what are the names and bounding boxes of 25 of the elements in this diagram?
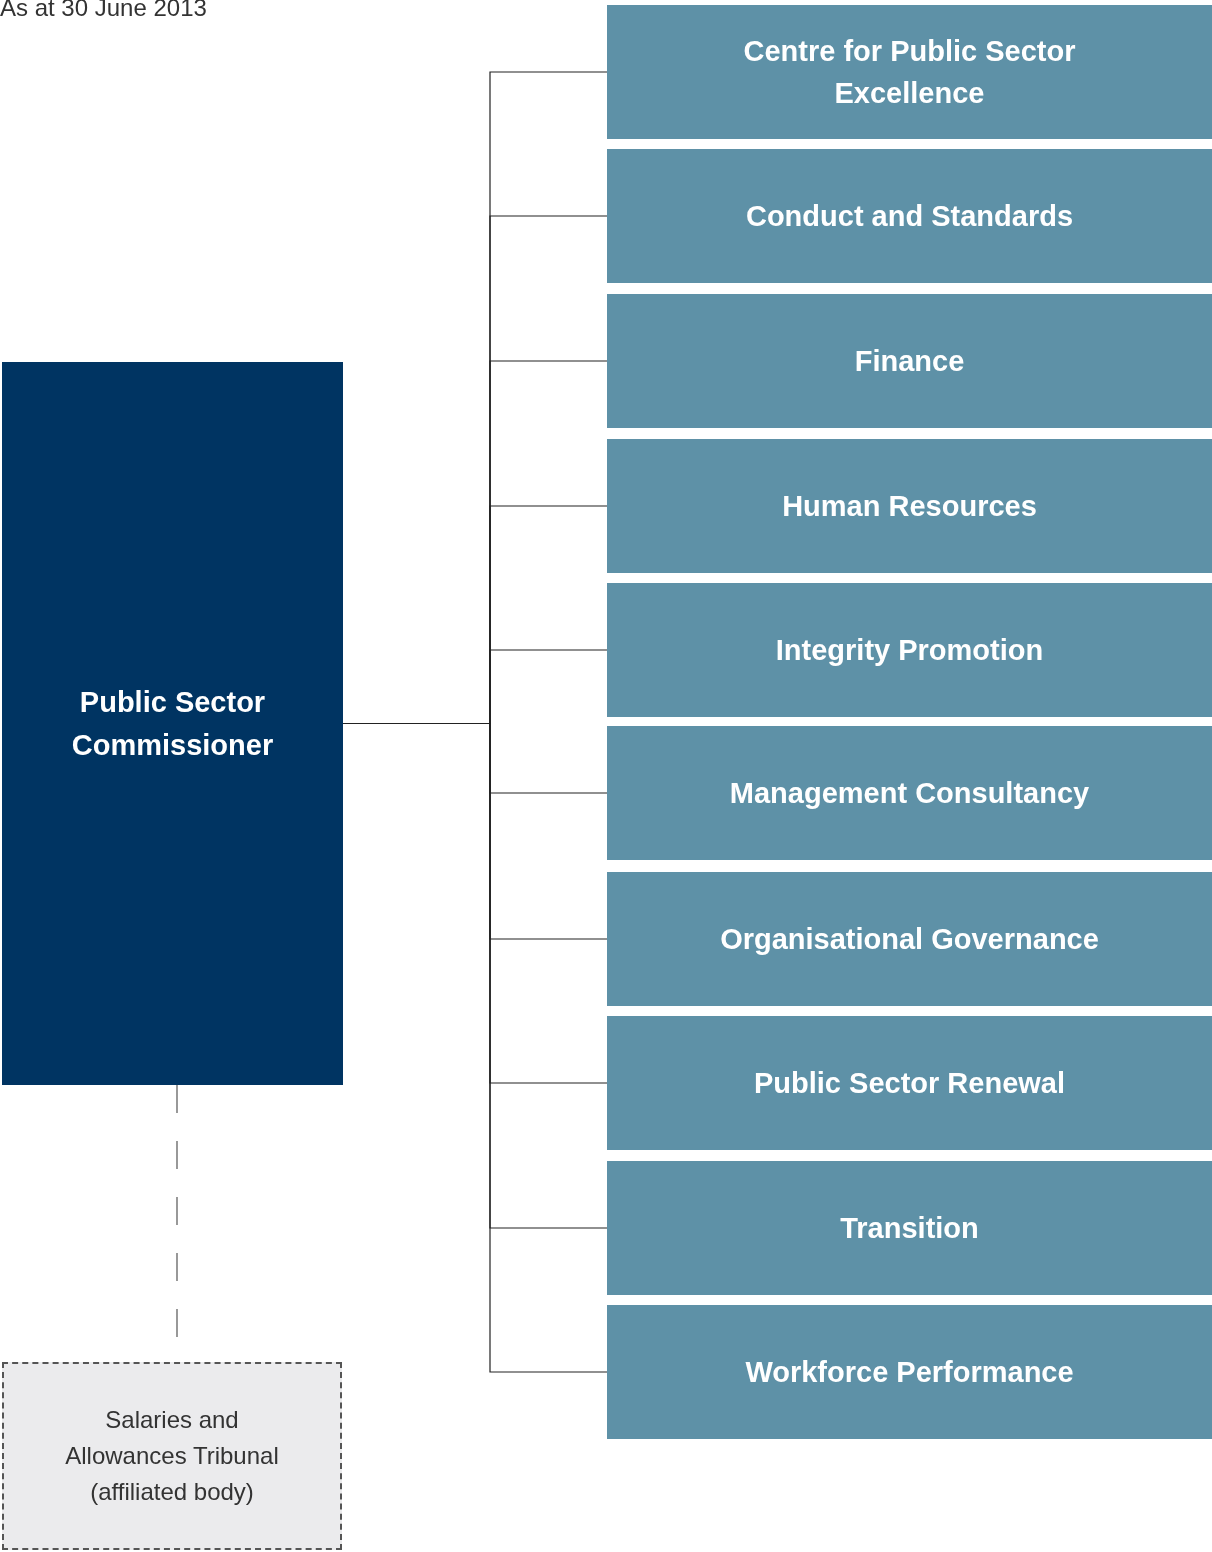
unit-box — [607, 583, 1212, 717]
node-label: Public Sector Commissioner — [70, 685, 275, 763]
unit-box — [607, 294, 1212, 428]
node-label: Conduct and Standards — [745, 198, 1074, 234]
node-label: Workforce Performance — [745, 1354, 1074, 1390]
node-label: Centre for Public Sector Excellence — [742, 33, 1077, 111]
node-label: Salaries and Allowances Tribunal (affiliated body) — [64, 1405, 280, 1507]
node-label: Human Resources — [782, 488, 1037, 524]
unit-box — [607, 5, 1212, 139]
node-label: Finance — [854, 343, 965, 379]
unit-box — [607, 149, 1212, 283]
node-label: Organisational Governance — [720, 921, 1099, 957]
unit-box — [607, 726, 1212, 860]
node-label: Management Consultancy — [729, 775, 1090, 811]
commissioner-box — [2, 362, 343, 1085]
unit-box — [607, 1305, 1212, 1439]
affiliated-body-box — [2, 1362, 342, 1550]
node-label: Public Sector Renewal — [753, 1065, 1065, 1101]
unit-box — [607, 439, 1212, 573]
node-label: Transition — [840, 1210, 979, 1246]
unit-box — [607, 872, 1212, 1006]
unit-box — [607, 1161, 1212, 1295]
date-note: As at 30 June 2013 — [0, 0, 207, 22]
unit-box — [607, 1016, 1212, 1150]
node-label: Integrity Promotion — [775, 632, 1044, 668]
